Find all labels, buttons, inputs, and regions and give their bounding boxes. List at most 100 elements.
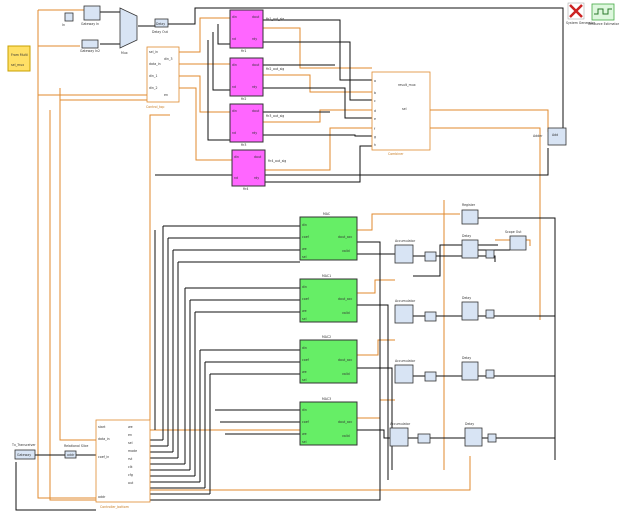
controller-port-3: addr [98, 495, 106, 499]
mux-block[interactable]: Mux [119, 7, 138, 55]
fir-block-3[interactable]: din nd dout rdy fir3 fir3_out_sig [229, 103, 284, 147]
fir-1-out-label: fir1_out_sig [266, 17, 284, 21]
mac-3-out-0: dout_acc [338, 358, 353, 362]
chain-row-2[interactable]: Accumulator Delay [394, 296, 495, 324]
fir-3-port-out-1: dout [252, 109, 260, 113]
fir-1-port-out-2: rdy [252, 37, 257, 41]
fir-4-out-label: fir4_out_sig [268, 159, 286, 163]
gateway-block-1[interactable]: Gateway In [81, 5, 101, 26]
fir-block-1[interactable]: din nd dout rdy fir1 fir1_out_sig [229, 9, 284, 53]
combiner-block[interactable]: result_mux sel a b c d e f g h Combiner [371, 71, 431, 156]
gateway-block-2[interactable]: Gateway In2 [80, 39, 100, 53]
control-top-block[interactable]: sel_in data_in din_1 din_2 din_3 en Cont… [146, 46, 180, 109]
add-block-top[interactable]: Add Adder [533, 127, 567, 146]
combiner-port-0: result_mux [398, 83, 416, 87]
fir-3-port-in-2: nd [232, 131, 236, 135]
chain-row-4[interactable]: Accumulator Delay [389, 422, 497, 447]
mac-block-3[interactable]: din coef we sel dout_acc valid MAC2 [299, 335, 358, 384]
xilinx-label: System Generator [566, 21, 596, 25]
delay-top-title: Delay [156, 22, 165, 26]
bottom-in-label: Tx_Transceiver [11, 443, 36, 447]
control-top-port-2: data_in [149, 62, 161, 66]
mac-block-1[interactable]: din coef we sel dout_acc valid MAC [299, 212, 358, 261]
mac-4-title: MAC3 [322, 397, 331, 401]
gateway-2-label: Gateway In2 [80, 49, 100, 53]
control-top-port-1: sel_in [149, 50, 158, 54]
bottom-in-value: Gateway [17, 453, 31, 457]
chain-1-label-0: Accumulator [395, 239, 416, 243]
black-wires [15, 7, 564, 511]
mac-block-4[interactable]: din coef we sel dout_acc valid MAC3 [299, 397, 358, 446]
source-block-title: From Multi [11, 53, 28, 57]
fir-1-port-out-1: dout [252, 15, 260, 19]
fir-3-port-out-2: rdy [252, 131, 257, 135]
fir-2-out-label: fir2_out_sig [266, 67, 284, 71]
const-in-label: In [62, 23, 65, 27]
control-top-port-5: din_3 [164, 57, 173, 61]
mac-4-out-1: valid [342, 434, 350, 438]
fir-4-title: fir4 [243, 187, 248, 191]
delay-top-block[interactable]: Delay Delay Out [152, 18, 169, 34]
resource-estimator-label: Resource Estimator [588, 22, 620, 26]
mac-3-port-1: coef [302, 358, 310, 362]
mac-4-port-3: sel [302, 440, 307, 444]
mac-4-port-2: we [302, 432, 307, 436]
mac-2-port-2: we [302, 309, 307, 313]
controller-port-10: cfg [128, 473, 133, 477]
mac-1-port-1: coef [302, 235, 310, 239]
source-block[interactable]: From Multi sel_mux [7, 45, 31, 72]
fir-3-title: fir3 [241, 143, 246, 147]
controller-bottom-block[interactable]: start data_in coef_in addr we en sel mod… [95, 419, 151, 509]
fir-block-2[interactable]: din nd dout rdy fir2 fir2_out_sig [229, 57, 284, 101]
fir-block-4[interactable]: din nd dout rdy fir4 fir4_out_sig [231, 149, 286, 191]
xilinx-tool[interactable]: System Generator [566, 2, 596, 25]
add-block-title: Add [552, 133, 558, 137]
mac-block-2[interactable]: din coef we sel dout_acc valid MAC1 [299, 274, 358, 323]
const-in-block[interactable]: In [62, 12, 74, 27]
fir-1-title: fir1 [241, 49, 246, 53]
chain-3-label-1: Delay [462, 356, 471, 360]
mac-1-port-2: we [302, 247, 307, 251]
combiner-port-1: sel [402, 107, 407, 111]
bottom-in-block[interactable]: Gateway Tx_Transceiver [11, 443, 36, 460]
controller-port-11: out [128, 481, 134, 485]
combiner-port-6: e [374, 117, 376, 121]
fir-1-port-in-1: din [232, 15, 237, 19]
mux-label: Mux [121, 51, 128, 55]
bottom-const-block[interactable]: addr Relational Slice [64, 444, 88, 459]
chain-1-label-3: Scope Out [505, 230, 522, 234]
fir-4-port-in-1: din [234, 155, 239, 159]
mac-1-port-0: din [302, 223, 307, 227]
mac-3-port-0: din [302, 346, 307, 350]
combiner-port-4: c [374, 99, 376, 103]
chain-4-label-0: Accumulator [390, 422, 411, 426]
mac-3-title: MAC2 [322, 335, 331, 339]
controller-port-1: data_in [98, 437, 110, 441]
mac-2-port-1: coef [302, 297, 310, 301]
combiner-port-3: b [374, 91, 376, 95]
chain-row-1[interactable]: Accumulator Delay Register Scope Out [394, 203, 527, 264]
bottom-const-value: addr [67, 453, 75, 457]
controller-port-8: rst [128, 457, 133, 461]
mac-2-out-1: valid [342, 311, 350, 315]
resource-estimator-icon [594, 8, 612, 15]
mac-3-port-2: we [302, 370, 307, 374]
controller-port-0: start [98, 425, 106, 429]
mac-4-port-1: coef [302, 420, 310, 424]
chain-2-label-0: Accumulator [395, 299, 416, 303]
fir-2-title: fir2 [241, 97, 246, 101]
controller-port-7: mode [128, 449, 137, 453]
bottom-const-label: Relational Slice [64, 444, 88, 448]
chain-2-label-1: Delay [462, 296, 471, 300]
mac-1-title: MAC [323, 212, 331, 216]
mac-1-out-1: valid [342, 249, 350, 253]
chain-row-3[interactable]: Accumulator Delay [394, 356, 495, 384]
controller-port-2: coef_in [98, 455, 109, 459]
gateway-1-label: Gateway In [81, 22, 99, 26]
control-top-port-4: din_2 [149, 86, 158, 90]
fir-4-port-in-2: nd [234, 176, 238, 180]
resource-estimator-tool[interactable]: Resource Estimator [588, 3, 620, 26]
chain-4-label-1: Delay [465, 422, 474, 426]
controller-label: Controller_bottom [100, 505, 129, 509]
